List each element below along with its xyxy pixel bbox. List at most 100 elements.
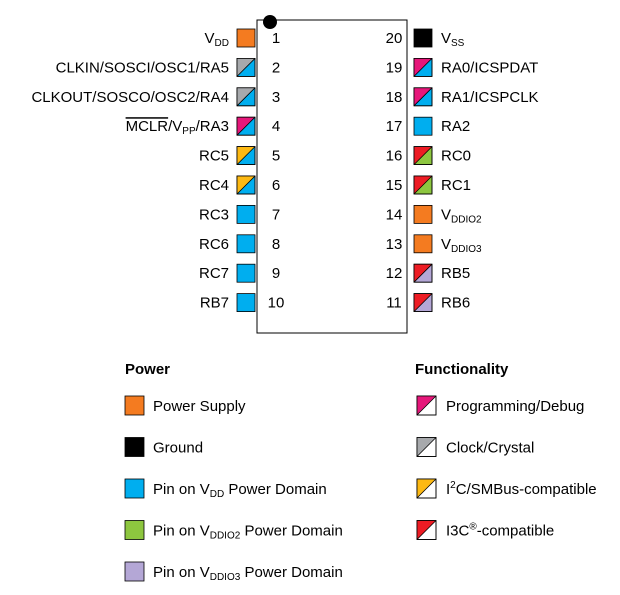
pin-divider-line (413, 87, 433, 107)
pin-number: 5 (272, 148, 280, 165)
pin-name-main: V (441, 236, 451, 253)
pin-row-2: CLKIN/SOSCI/OSC1/RA5 2 (56, 58, 280, 77)
legend-label: Pin on VDDIO2 Power Domain (153, 523, 343, 542)
pin-color-square (413, 28, 433, 48)
pin-number: 20 (386, 30, 403, 47)
pin-name-main: /V (168, 118, 182, 135)
pin-name-main: RB5 (441, 265, 470, 282)
pin-square-border (236, 58, 256, 77)
pin-color-square (413, 234, 433, 254)
pin-color-square (124, 395, 145, 416)
legend-text-part: DD (210, 489, 224, 500)
pin-square-border (413, 263, 433, 283)
pin-name-subscript: DDIO3 (451, 244, 482, 255)
pin-name-main: V (205, 30, 215, 47)
pin-divider-line (416, 520, 437, 540)
right-pin-column: VSS20RA0/ICSPDAT19RA1/ICSPCLK18RA217RC01… (386, 28, 539, 313)
pin-name-main: RC3 (199, 206, 229, 223)
pin-name: VDD (205, 30, 229, 49)
pin-number: 7 (272, 206, 280, 223)
pin-name: RA2 (441, 118, 470, 135)
pin-number: 19 (386, 59, 403, 76)
legend-swatch (124, 395, 145, 416)
legend-text-part: Power Supply (153, 398, 246, 415)
pin-number: 2 (272, 59, 280, 76)
pin-name: RA0/ICSPDAT (441, 59, 538, 76)
legend-text-part: Pin on V (153, 564, 210, 581)
legend-power-item: Ground (124, 437, 203, 457)
pin-divider-line (236, 146, 256, 165)
pin-square-border (236, 87, 256, 107)
legend-text-part: I (446, 481, 450, 498)
pin-name: RB6 (441, 295, 470, 312)
legend-power-item: Pin on VDDIO3 Power Domain (124, 561, 343, 583)
legend-swatch (416, 520, 437, 540)
legend-text-part: 2 (450, 480, 456, 491)
pin-name-main: RA2 (441, 118, 470, 135)
pin-square-border (413, 58, 433, 77)
pin-divider-line (236, 175, 256, 195)
pin-name-main: CLKOUT/SOSCO/OSC2/RA4 (31, 89, 229, 106)
pin-square-border (416, 437, 437, 457)
pin-number: 13 (386, 236, 403, 253)
pin-name-main: RC0 (441, 148, 471, 165)
legend-label: Programming/Debug (446, 398, 584, 415)
pin-number: 14 (386, 206, 403, 223)
legend-power-item: Power Supply (124, 395, 246, 416)
pin-color-square (124, 437, 145, 457)
pin-name-main: RB6 (441, 295, 470, 312)
pin-row-10: RB7 10 (200, 293, 285, 313)
legend-text-part: -compatible (477, 523, 555, 540)
pin-name-main: RB7 (200, 295, 229, 312)
legend: Power Functionality Power SupplyGroundPi… (124, 361, 597, 583)
pin-square-3 (236, 87, 256, 107)
pin-name: CLKIN/SOSCI/OSC1/RA5 (56, 59, 229, 76)
legend-text-part: DDIO2 (210, 531, 241, 542)
pin-color-square (124, 520, 145, 540)
pin-color-square (413, 116, 433, 136)
pin-square-7 (236, 204, 256, 224)
pin-name: RB5 (441, 265, 470, 282)
chip-body (256, 19, 408, 334)
pin-name-main: RC7 (199, 265, 229, 282)
pin-color-square (236, 28, 256, 48)
legend-text-part: Ground (153, 440, 203, 457)
pin-square-15 (413, 175, 433, 195)
pin-number: 6 (272, 177, 280, 194)
pin-square-14 (413, 204, 433, 224)
legend-label: I2C/SMBus-compatible (446, 480, 597, 498)
pin-square-5 (236, 146, 256, 166)
pin-number: 8 (272, 236, 280, 253)
pin-name-main: RC1 (441, 177, 471, 194)
pin-divider-line (416, 395, 437, 416)
pin-number: 17 (386, 118, 403, 135)
pin-square-9 (236, 263, 256, 283)
pin-divider-line (413, 175, 433, 195)
pin-color-square (236, 234, 256, 254)
pin-square-2 (236, 58, 256, 77)
pin-name: RA1/ICSPCLK (441, 89, 539, 106)
pin-square-18 (413, 87, 433, 107)
pin-square-17 (413, 116, 433, 136)
pin-row-17: RA2 17 (386, 116, 470, 136)
pin-square-20 (413, 28, 433, 48)
pin-name-main: RA1/ICSPCLK (441, 89, 539, 106)
pin-square-border (413, 293, 433, 313)
legend-functionality-item: Clock/Crystal (416, 437, 534, 457)
pin-name: RC3 (199, 206, 229, 223)
pin-name-main: V (441, 206, 451, 223)
pin-divider-line (413, 58, 433, 77)
pin-name: RC0 (441, 148, 471, 165)
legend-swatch (416, 478, 437, 499)
pin-number: 10 (268, 295, 285, 312)
pin-square-border (416, 395, 437, 416)
